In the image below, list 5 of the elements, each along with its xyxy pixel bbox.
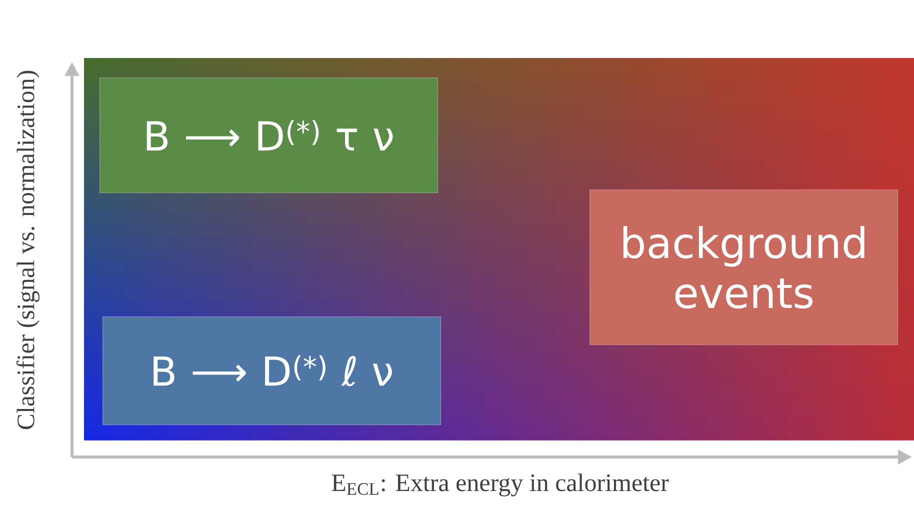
signal-box: B ⟶ D$^{(*)}$ τ ν — [100, 78, 438, 193]
background-box: background events — [590, 190, 898, 345]
x-axis-label: E$_{ECL}$: Extra energy in calorimeter — [332, 474, 669, 496]
normalization-box: B ⟶ D$^{(*)}$ ℓ ν — [102, 316, 441, 425]
y-axis-label: Classifier (signal vs. normalization) — [16, 70, 40, 430]
